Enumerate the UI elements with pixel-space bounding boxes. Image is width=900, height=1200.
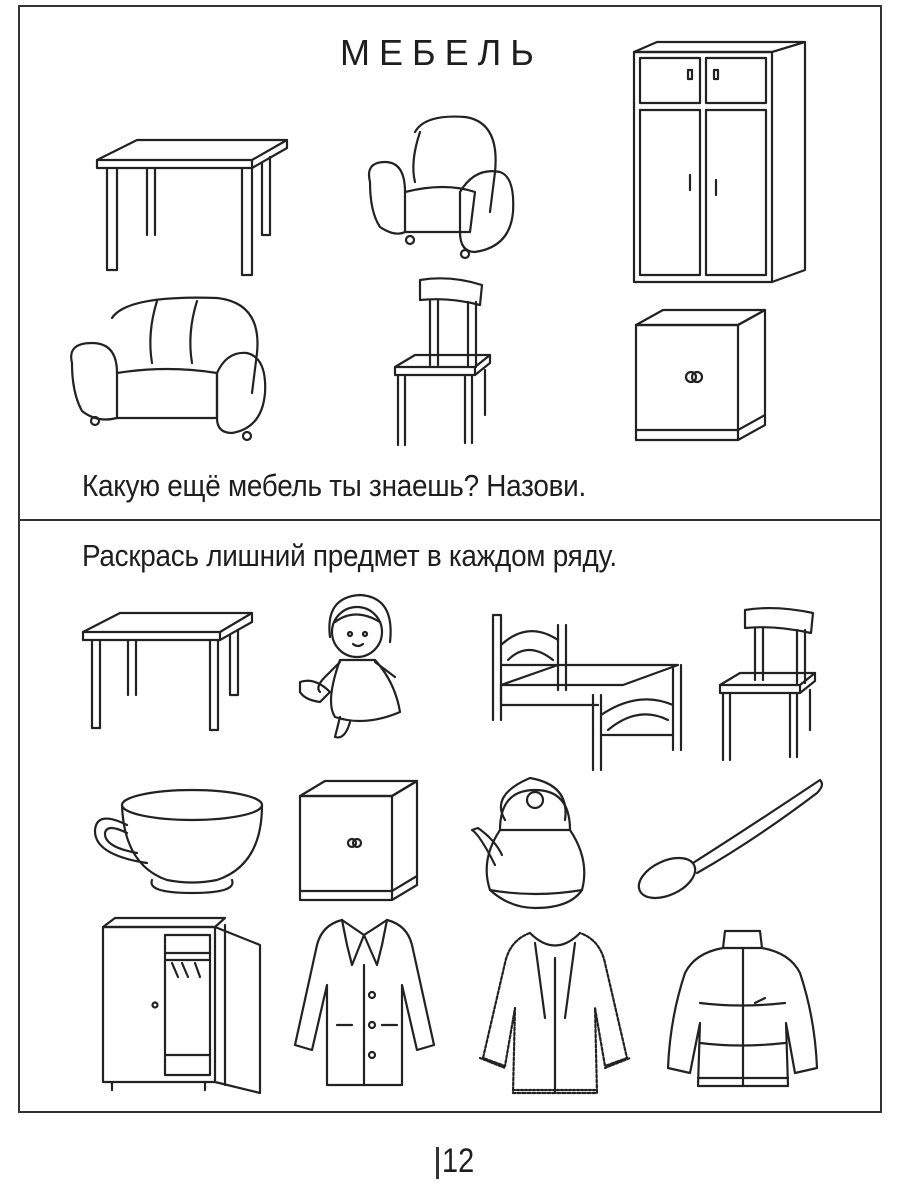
wardrobe-icon (632, 40, 807, 285)
armchair-icon (365, 112, 515, 262)
nightstand-icon (297, 778, 419, 908)
page-number-bar (436, 1147, 439, 1179)
page-frame (18, 5, 882, 1113)
cup-icon (92, 785, 267, 897)
kettle-icon (470, 770, 590, 910)
chair-icon (715, 605, 820, 765)
fur-coat-icon (475, 928, 635, 1098)
jacket-icon (660, 928, 825, 1090)
coat-icon (292, 915, 437, 1090)
section-divider (18, 519, 882, 521)
chair-icon (390, 275, 495, 450)
page-number: 12 (442, 1142, 475, 1180)
table-icon (92, 135, 292, 280)
wardrobe-open-icon (100, 915, 265, 1095)
spoon-icon (635, 775, 825, 900)
table-icon (80, 610, 255, 735)
question-text: Какую ещё мебель ты знаешь? Назови. (82, 468, 586, 503)
doll-icon (295, 592, 420, 742)
page-title: МЕБЕЛЬ (340, 32, 543, 73)
nightstand-icon (633, 305, 768, 453)
task-text: Раскрась лишний предмет в каждом ряду. (82, 538, 617, 573)
sofa-icon (67, 293, 272, 443)
bed-icon (488, 605, 693, 775)
